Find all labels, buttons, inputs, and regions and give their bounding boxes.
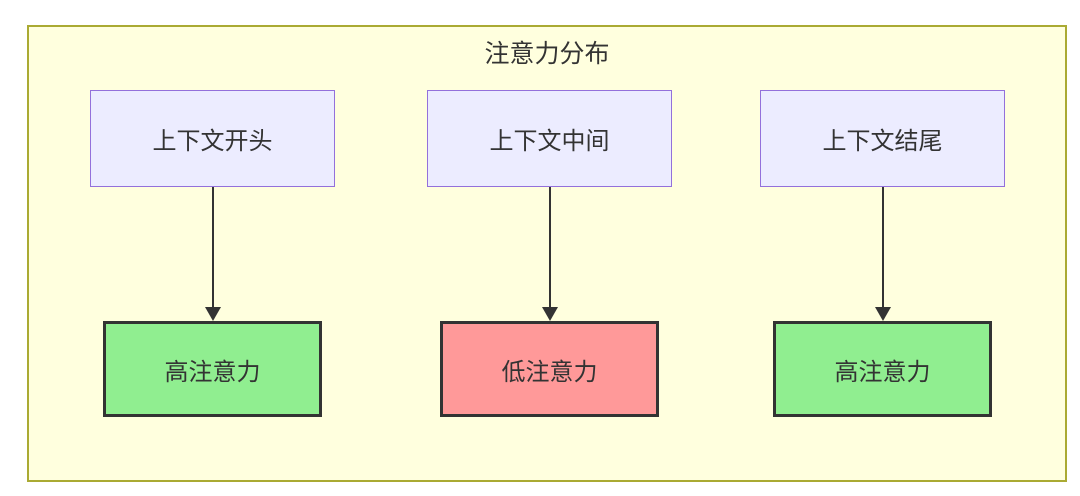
target-node-high-attention: 高注意力: [773, 321, 992, 417]
down-arrow-icon: [874, 187, 891, 321]
flow-column-context-middle: 上下文中间 低注意力: [427, 90, 672, 417]
down-arrow-icon: [204, 187, 221, 321]
arrowhead-icon: [874, 307, 891, 321]
source-node-context-start: 上下文开头: [90, 90, 335, 187]
target-node-high-attention: 高注意力: [103, 321, 322, 417]
arrow-shaft: [548, 187, 551, 308]
target-node-label: 高注意力: [834, 357, 931, 386]
source-node-label: 上下文中间: [489, 127, 610, 155]
diagram-title: 注意力分布: [484, 39, 610, 68]
target-node-label: 高注意力: [164, 357, 261, 386]
arrow-shaft: [881, 187, 884, 308]
target-node-label: 低注意力: [501, 357, 598, 386]
diagram-subgraph-container: 注意力分布 上下文开头 高注意力 上下文中间 低注意力 上下文结尾: [27, 25, 1067, 482]
flow-column-context-start: 上下文开头 高注意力: [90, 90, 335, 417]
flow-column-context-end: 上下文结尾 高注意力: [760, 90, 1005, 417]
arrow-shaft: [211, 187, 214, 308]
source-node-context-middle: 上下文中间: [427, 90, 672, 187]
source-node-label: 上下文结尾: [822, 127, 943, 155]
down-arrow-icon: [541, 187, 558, 321]
arrowhead-icon: [541, 307, 558, 321]
arrowhead-icon: [204, 307, 221, 321]
source-node-context-end: 上下文结尾: [760, 90, 1005, 187]
target-node-low-attention: 低注意力: [440, 321, 659, 417]
source-node-label: 上下文开头: [152, 127, 273, 155]
